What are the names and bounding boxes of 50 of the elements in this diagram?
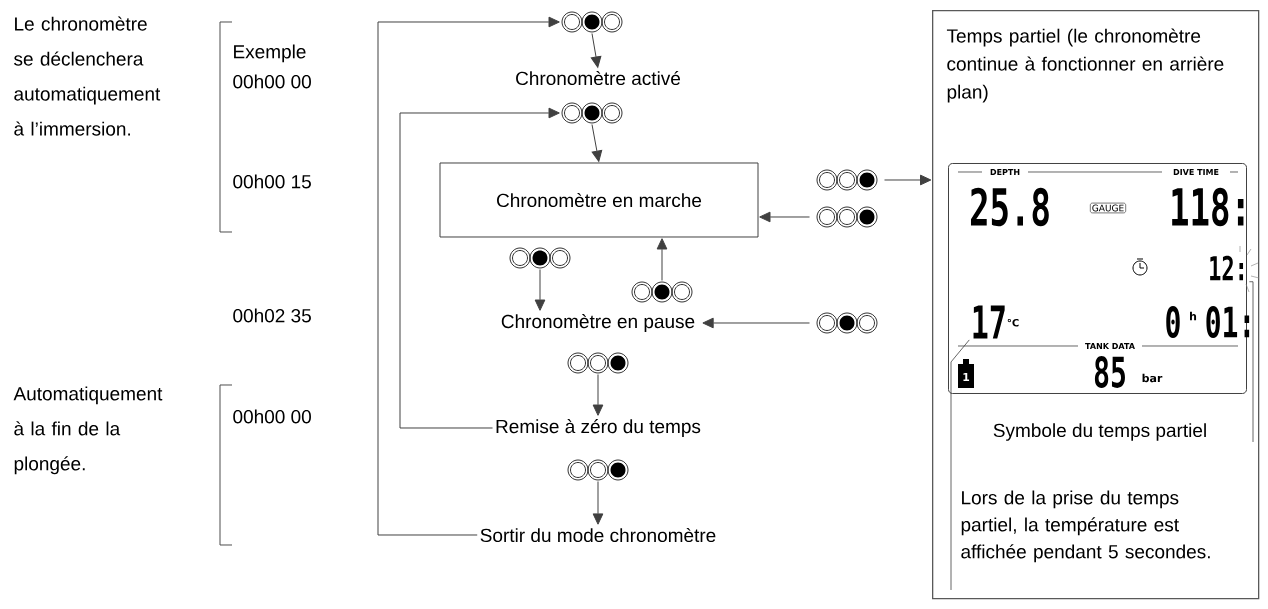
example-label: Exemple <box>234 44 306 63</box>
split-time-reading: 12: <box>1210 255 1244 281</box>
arrow <box>759 211 810 223</box>
arrow <box>656 238 668 281</box>
time-value: 00h02 35 <box>233 308 311 323</box>
button-indicator <box>816 169 878 191</box>
note-text: Lors de la prise du temps partiel, la température est affichée pendant 5 secondes. <box>961 490 1210 563</box>
lcd-screen <box>948 163 1247 394</box>
temperature-reading: 17°C <box>973 305 1019 339</box>
arrow <box>399 107 560 429</box>
arrow <box>534 269 546 311</box>
time-value: 00h00 00 <box>233 74 311 89</box>
state-text: Remise à zéro du temps <box>496 419 701 437</box>
button-indicator <box>816 312 878 334</box>
display-label: DEPTH <box>990 169 1020 175</box>
time-value: 00h00 00 <box>233 409 311 424</box>
button-indicator <box>631 281 693 303</box>
button-indicator <box>509 247 571 269</box>
arrow <box>592 374 604 416</box>
arrow <box>377 16 560 536</box>
depth-reading: 25.8 <box>971 187 1049 227</box>
state-box: Chronomètre en marche <box>439 162 759 238</box>
dive-time-reading: 118: <box>1172 187 1244 227</box>
leader-line <box>950 339 970 591</box>
note-text: Le chronomètre se déclenchera automatiquement à l’immersion. <box>14 16 161 136</box>
arrow <box>590 33 602 68</box>
button-indicator <box>561 102 623 124</box>
display-label: DIVE TIME <box>1173 169 1219 175</box>
unit-label: h <box>1190 311 1197 321</box>
button-indicator <box>561 11 623 33</box>
state-text: Sortir du mode chronomètre <box>480 527 716 543</box>
pressure-reading: 85 <box>1094 356 1125 388</box>
caption-text: Symbole du temps partiel <box>993 423 1206 441</box>
note-text: Automatiquement à la fin de la plongée. <box>13 386 163 475</box>
button-indicator <box>567 352 629 374</box>
arrow <box>884 174 932 186</box>
time-reading: 0 <box>1166 306 1180 338</box>
unit-label: bar <box>1142 373 1163 383</box>
panel-title: Temps partiel (le chronomètre continue à fonctionner en arrière plan) <box>946 28 1224 103</box>
button-indicator <box>567 459 629 481</box>
arrow <box>591 124 603 162</box>
arrow <box>592 481 604 525</box>
state-text: Chronomètre en pause <box>501 314 695 332</box>
state-text: Chronomètre activé <box>516 70 680 86</box>
display-label: TANK DATA <box>1085 343 1135 349</box>
arrow <box>702 317 810 329</box>
mode-indicator: GAUGE <box>1089 202 1127 214</box>
button-indicator <box>816 206 878 228</box>
leader-line <box>1248 281 1254 443</box>
time-value: 00h00 15 <box>233 174 311 189</box>
